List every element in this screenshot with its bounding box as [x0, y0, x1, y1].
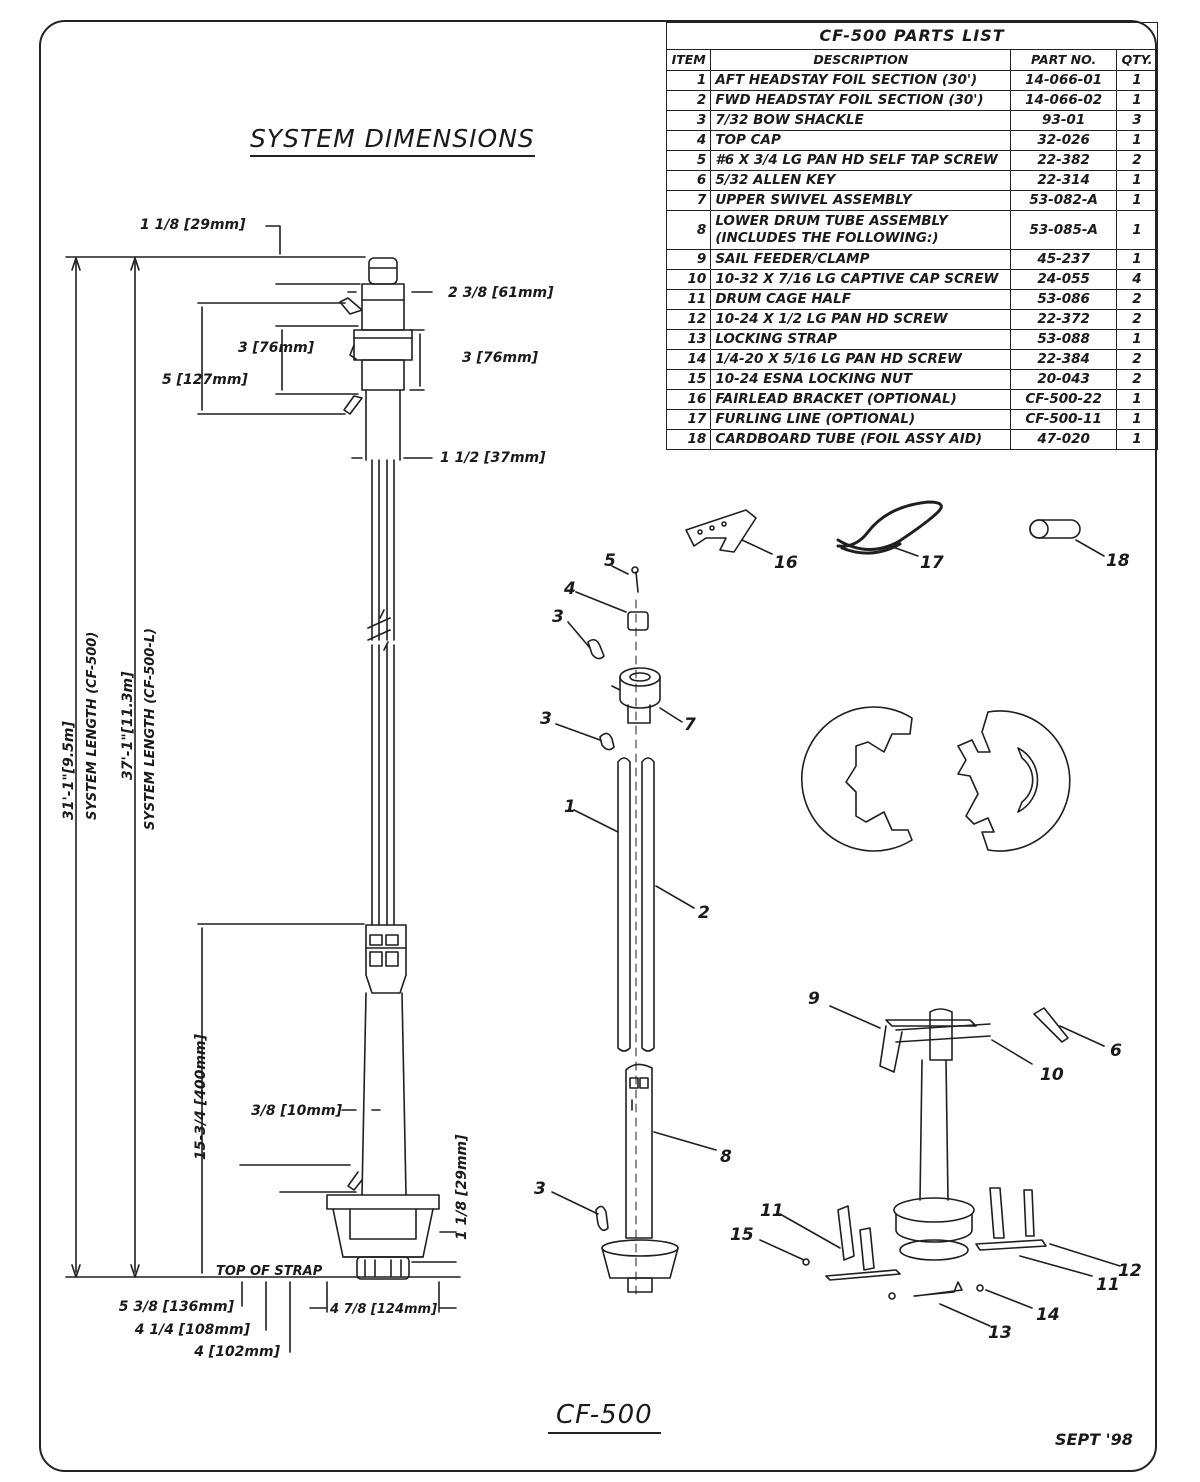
callout-1: 1: [564, 797, 576, 817]
callout-8: 8: [720, 1147, 732, 1167]
callout-17: 17: [920, 553, 944, 573]
col-part-no: PART NO.: [1010, 49, 1118, 71]
parts-description-line: LOWER DRUM TUBE ASSEMBLY: [715, 213, 948, 229]
accessories: [685, 500, 1105, 557]
callout-16: 16: [774, 553, 798, 573]
dim-length-cf500: 31'-1"[9.5m]: [61, 721, 77, 820]
parts-part-number: CF-500-22: [1010, 389, 1118, 410]
parts-description-line: (INCLUDES THE FOLLOWING:): [715, 230, 939, 246]
parts-description: 1/4-20 X 5/16 LG PAN HD SCREW: [710, 349, 1012, 370]
callout-3c: 3: [534, 1179, 546, 1199]
callout-9: 9: [808, 989, 820, 1009]
parts-item-number: 13: [665, 329, 712, 350]
dim-lower-3-8: 3/8 [10mm]: [251, 1103, 343, 1119]
dim-foil-width: 1 1/2 [37mm]: [440, 450, 546, 466]
callout-4: 4: [563, 579, 576, 599]
dim-top-width: 1 1/8 [29mm]: [140, 217, 246, 233]
parts-part-number: 20-043: [1010, 369, 1118, 390]
exploded-foil-assembly: [551, 565, 717, 1301]
col-qty: QTY.: [1116, 49, 1158, 71]
dim-lower-15in: 15-3/4 [400mm]: [193, 1033, 209, 1160]
parts-item-number: 15: [665, 369, 712, 390]
parts-item-number: 7: [665, 190, 712, 211]
callout-10: 10: [1040, 1065, 1064, 1085]
parts-quantity: 1: [1116, 210, 1158, 250]
callout-2: 2: [698, 903, 710, 923]
drawing-border: [39, 20, 1157, 1472]
callout-6: 6: [1110, 1041, 1122, 1061]
callout-3b: 3: [540, 709, 552, 729]
callout-11b: 11: [1096, 1275, 1120, 1295]
system-side-view: [65, 225, 461, 1353]
label-length-cf500l: SYSTEM LENGTH (CF-500-L): [143, 628, 158, 830]
callout-numbers: 5 4 3 7 3 1 2 8 3 16 17 18 9 6 10 11 15 …: [534, 551, 1142, 1343]
callout-7: 7: [684, 715, 696, 735]
label-length-cf500: SYSTEM LENGTH (CF-500): [85, 632, 100, 820]
parts-item-number: 10: [665, 269, 712, 290]
dim-upper-3in-left: 3 [76mm]: [238, 340, 315, 356]
parts-item-number: 17: [665, 409, 712, 430]
drum-cage-halves: [800, 706, 1071, 852]
parts-item-number: 2: [665, 90, 712, 111]
system-dimensions-title: SYSTEM DIMENSIONS: [250, 124, 535, 157]
parts-part-number: 14-066-02: [1010, 90, 1118, 111]
dim-bottom-5-3-8: 5 3/8 [136mm]: [119, 1299, 235, 1315]
parts-item-number: 18: [665, 429, 712, 450]
parts-item-number: 11: [665, 289, 712, 310]
model-label: CF-500: [548, 1400, 661, 1434]
lower-drum-assembly: [759, 1005, 1121, 1327]
label-top-of-strap: TOP OF STRAP: [216, 1264, 323, 1279]
dim-upper-3in-right: 3 [76mm]: [462, 350, 539, 366]
parts-description: TOP CAP: [710, 130, 1012, 151]
callout-12: 12: [1118, 1261, 1142, 1281]
dim-upper-5in: 5 [127mm]: [162, 372, 248, 388]
callout-11a: 11: [760, 1201, 784, 1221]
revision-date: SEPT '98: [1055, 1430, 1133, 1449]
parts-list-table: CF-500 PARTS LIST ITEM DESCRIPTION PART …: [665, 22, 1158, 450]
parts-description: CARDBOARD TUBE (FOIL ASSY AID): [710, 429, 1012, 450]
col-item: ITEM: [665, 49, 712, 71]
callout-13: 13: [988, 1323, 1012, 1343]
dim-bottom-4-1-4: 4 1/4 [108mm]: [134, 1322, 251, 1338]
parts-quantity: 1: [1116, 429, 1158, 450]
callout-15: 15: [730, 1225, 754, 1245]
callout-14: 14: [1036, 1305, 1060, 1325]
parts-part-number: 22-314: [1010, 170, 1118, 191]
dim-swivel-width: 2 3/8 [61mm]: [448, 285, 554, 301]
callout-5: 5: [604, 551, 616, 571]
parts-description: LOWER DRUM TUBE ASSEMBLY(INCLUDES THE FO…: [710, 210, 1012, 250]
dim-bottom-4: 4 [102mm]: [193, 1344, 280, 1360]
dimension-labels: 1 1/8 [29mm] 2 3/8 [61mm] 3 [76mm] 3 [76…: [61, 217, 554, 1360]
parts-part-number: 47-020: [1010, 429, 1118, 450]
callout-3a: 3: [552, 607, 564, 627]
dim-drum-width: 4 7/8 [124mm]: [329, 1302, 437, 1317]
parts-item-number: 16: [665, 389, 712, 410]
parts-description: DRUM CAGE HALF: [710, 289, 1012, 310]
callout-18: 18: [1106, 551, 1130, 571]
dim-length-cf500l: 37'-1"[11.3m]: [120, 671, 136, 780]
dim-lower-1-1-8: 1 1/8 [29mm]: [454, 1134, 470, 1240]
parts-part-number: 22-372: [1010, 309, 1118, 330]
